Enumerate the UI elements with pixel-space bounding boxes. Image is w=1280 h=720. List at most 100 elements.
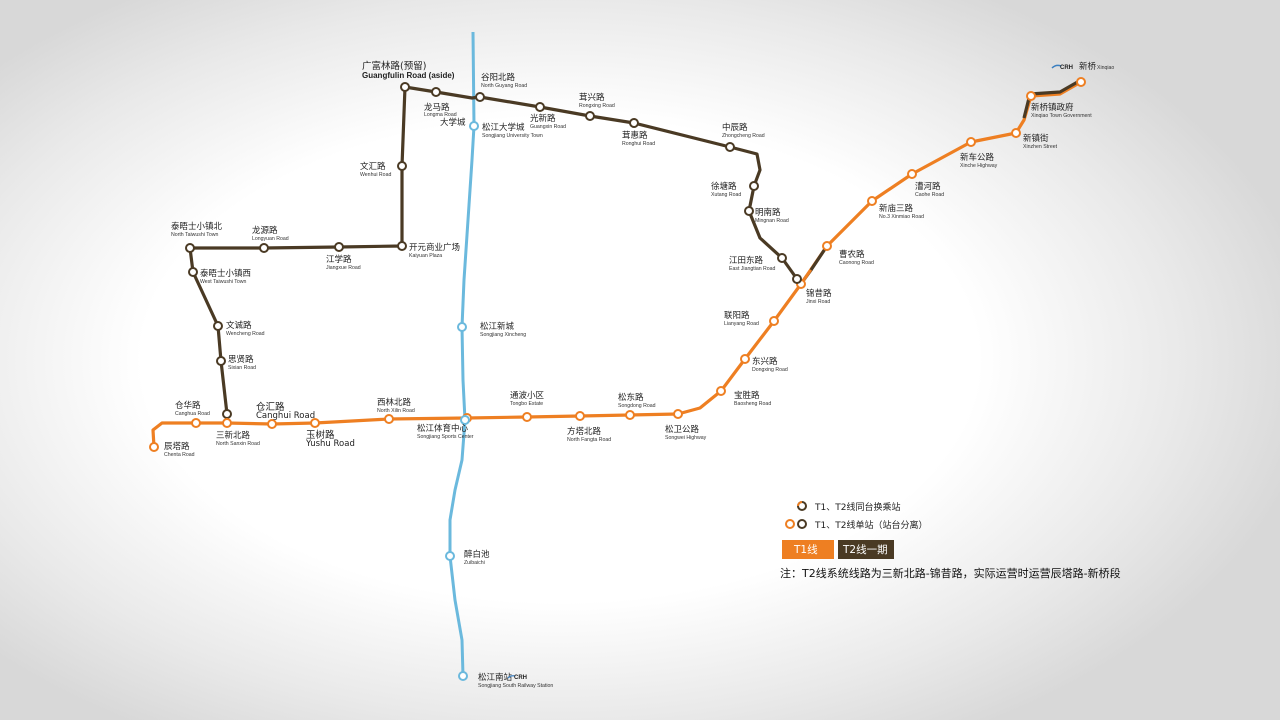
legend-separate-marker-t1 (785, 519, 795, 529)
label-lianyang-zh: 联阳路 (724, 310, 750, 321)
station-marker-xinche[interactable] (966, 137, 976, 147)
station-marker-canghua[interactable] (191, 418, 201, 428)
label-sanxinbei-en: North Sanxin Road (216, 441, 260, 447)
label-xinqiao-gov-zh: 新桥镇政府 (1031, 102, 1074, 113)
station-marker-xinmiaosan[interactable] (867, 196, 877, 206)
label-songwei-zh: 松卫公路 (665, 424, 700, 435)
t1-line (151, 80, 1083, 449)
station-marker-sports-rail[interactable] (460, 415, 470, 425)
label-xinzhen-en: Xinzhen Street (1023, 144, 1058, 150)
station-marker-guangfulin[interactable] (400, 82, 410, 92)
station-marker-baosheng[interactable] (716, 386, 726, 396)
label-taiwushi-xi-zh: 泰晤士小镇西 (200, 268, 251, 279)
station-marker-xutang[interactable] (749, 181, 759, 191)
label-tongbo-zh: 通波小区 (510, 390, 545, 401)
station-marker-kaiyuan[interactable] (397, 241, 407, 251)
station-marker-canghui[interactable] (267, 419, 277, 429)
label-taiwushi-bei-en: North Taiwushi Town (171, 232, 218, 238)
label-yushu-zh: 玉树路 (306, 429, 335, 441)
station-marker-xinqiao-gov[interactable] (1026, 91, 1036, 101)
legend-interchange: T1、T2线同台换乘站 (797, 501, 900, 513)
station-marker-songjiang-univ[interactable] (469, 121, 479, 131)
legend-interchange-marker-half (797, 501, 803, 507)
label-guangfulin-en: Guangfulin Road (aside) (362, 71, 455, 80)
station-marker-jiangxue[interactable] (334, 242, 344, 252)
station-marker-chenta[interactable] (149, 442, 159, 452)
label-longma-en: Longma Road (424, 112, 457, 118)
label-guangxin-en: Guangxin Road (530, 124, 566, 130)
station-marker-zuibaichi[interactable] (445, 551, 455, 561)
legend-separate: T1、T2线单站（站台分离） (785, 519, 927, 531)
station-marker-longyuan[interactable] (259, 243, 269, 253)
station-marker-canghua-t2[interactable] (222, 409, 232, 419)
label-xutang-en: Xutang Road (711, 192, 741, 198)
label-ronghui-en: Ronghui Road (622, 141, 655, 147)
station-marker-taiwushi-xi[interactable] (188, 267, 198, 277)
station-marker-songjiang-xincheng[interactable] (457, 322, 467, 332)
station-marker-sanxinbei[interactable] (222, 418, 232, 428)
crh-label-xinqiao: CRH (1060, 65, 1073, 71)
station-marker-fangtabei[interactable] (575, 411, 585, 421)
station-marker-yushu[interactable] (310, 418, 320, 428)
label-yushu-en: Yushu Road (305, 439, 355, 449)
station-marker-guangxin[interactable] (535, 102, 545, 112)
label-longyuan-zh: 龙源路 (252, 225, 278, 236)
label-mingnan-en: Mingnan Road (755, 218, 789, 224)
station-marker-caohe[interactable] (907, 169, 917, 179)
label-caonong-en: Caonong Road (839, 260, 874, 266)
station-labels: 广富林路(预留) Guangfulin Road (aside) 谷阳北路 No… (164, 60, 1114, 689)
label-guyangbei-en: North Guyang Road (481, 83, 527, 89)
station-marker-songwei[interactable] (673, 409, 683, 419)
label-xinqiao-en: Xinqiao (1097, 65, 1114, 71)
station-marker-songjiang-south[interactable] (458, 671, 468, 681)
label-songjiang-south-zh: 松江南站 (478, 672, 513, 683)
label-xinqiao-zh: 新桥 (1079, 61, 1097, 72)
station-marker-xilinbei[interactable] (384, 414, 394, 424)
interchange-markers (792, 274, 802, 284)
legend: T1、T2线同台换乘站 T1、T2线单站（站台分离） T1线 T2线一期 注：T… (780, 501, 1121, 580)
station-marker-caonong[interactable] (822, 241, 832, 251)
label-daxuecheng-zh: 大学城 (440, 117, 466, 128)
station-marker-wencheng[interactable] (213, 321, 223, 331)
station-marker-sixian[interactable] (216, 356, 226, 366)
station-marker-xinqiao[interactable] (1076, 77, 1086, 87)
legend-interchange-label: T1、T2线同台换乘站 (814, 501, 900, 513)
legend-t1-tag-bg (782, 540, 834, 559)
station-marker-longma[interactable] (431, 87, 441, 97)
station-marker-ronghui[interactable] (629, 118, 639, 128)
station-marker-taiwushi-bei[interactable] (185, 243, 195, 253)
station-marker-dongxing[interactable] (740, 354, 750, 364)
label-guangxin-zh: 光新路 (530, 113, 556, 124)
label-longma-zh: 龙马路 (424, 102, 450, 113)
station-marker-rongxing[interactable] (585, 111, 595, 121)
label-xinzhen-zh: 新镇街 (1023, 133, 1049, 144)
crh-xinqiao-badge: CRH 新桥 Xinqiao (1051, 61, 1114, 72)
station-marker-mingnan[interactable] (744, 206, 754, 216)
station-marker-guyangbei[interactable] (475, 92, 485, 102)
label-sports-zh: 松江体育中心 (417, 423, 469, 434)
label-caohe-zh: 漕河路 (915, 181, 941, 192)
station-marker-zhongchen[interactable] (725, 142, 735, 152)
label-canghua-en: Canghua Road (175, 411, 210, 417)
station-marker-wenhui[interactable] (397, 161, 407, 171)
station-marker-songdong[interactable] (625, 410, 635, 420)
crh-songjiang-south-badge: CRH (507, 675, 527, 681)
label-fangtabei-zh: 方塔北路 (567, 426, 602, 437)
label-chenta-en: Chenta Road (164, 452, 195, 458)
label-guyangbei-zh: 谷阳北路 (481, 72, 516, 83)
label-xinmiaosan-zh: 新庙三路 (879, 203, 914, 214)
label-chenta-zh: 辰塔路 (164, 441, 190, 452)
label-xinche-en: Xinche Highway (960, 163, 998, 169)
label-wenhui-zh: 文汇路 (360, 161, 386, 172)
station-marker-tongbo[interactable] (522, 412, 532, 422)
label-zuibaichi-zh: 醉白池 (464, 549, 490, 560)
station-marker-jiangtiandong[interactable] (777, 253, 787, 263)
station-marker-xinzhen[interactable] (1011, 128, 1021, 138)
label-songjiang-univ-zh: 松江大学城 (482, 122, 525, 133)
station-marker-lianyang[interactable] (769, 316, 779, 326)
label-jiangxue-zh: 江学路 (326, 254, 352, 265)
label-sixian-en: Sixian Road (228, 365, 256, 371)
label-jinxi-en: Jinxi Road (806, 299, 830, 305)
label-jinxi-zh: 锦昔路 (806, 288, 832, 299)
interchange-marker-jinxi[interactable] (792, 274, 802, 284)
